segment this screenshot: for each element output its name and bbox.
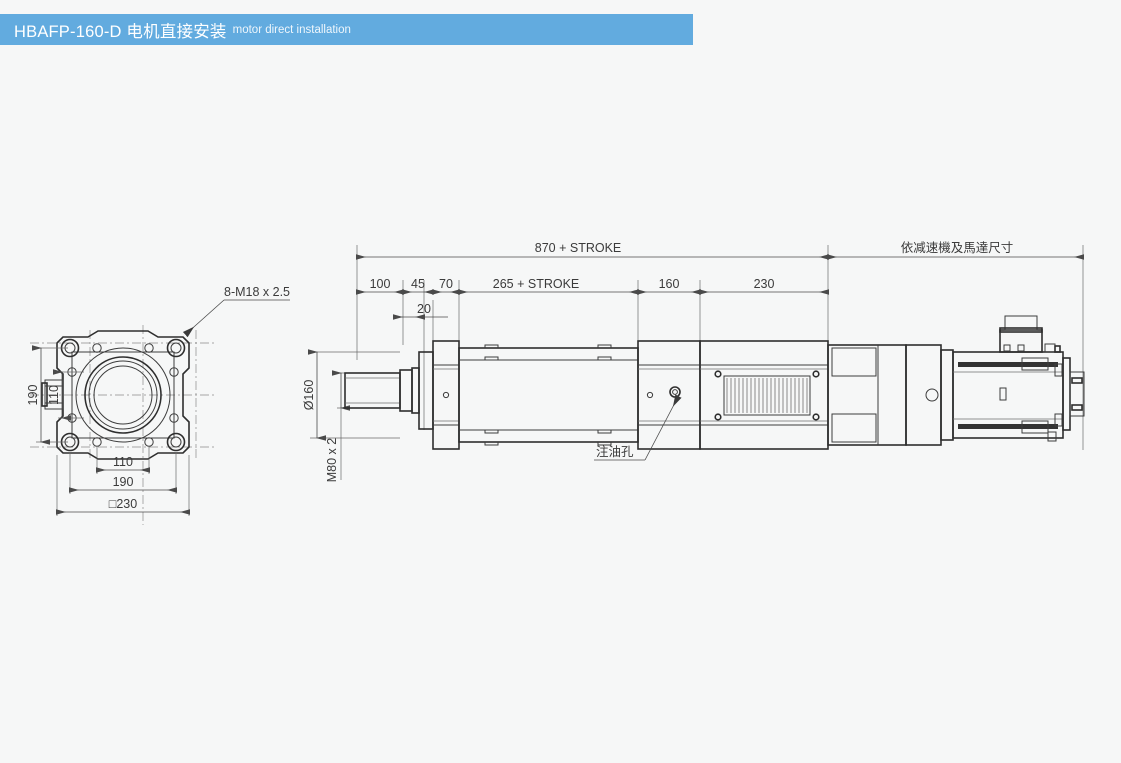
callout-oil-hole: 注油孔 <box>594 394 682 461</box>
center-bore-core <box>93 365 153 425</box>
flange-block-body <box>432 340 460 450</box>
flange-block-hole <box>442 391 450 399</box>
dim-front-width-110: 110 <box>96 446 150 474</box>
vent-grille-frame <box>723 375 811 416</box>
callout-oil-hole-label: 注油孔 <box>596 444 634 459</box>
rod-end-assembly <box>344 351 434 430</box>
motor-adapter <box>905 344 942 446</box>
motor-foot-top <box>1054 363 1063 377</box>
motor-bracket-bottom <box>1047 431 1057 442</box>
center-bore-mid <box>84 356 162 434</box>
motor-terminal-box <box>999 315 1043 353</box>
page-title: HBAFP-160-D 电机直接安装 <box>14 22 227 41</box>
dim-190h-label: 190 <box>113 475 134 489</box>
motor-reducer-assembly <box>827 315 1085 446</box>
dim-110h-label: 110 <box>113 455 133 469</box>
dim-front-height-190: 190 <box>26 345 68 445</box>
dim-front-width-190: 190 <box>69 452 177 494</box>
seal-ring <box>411 367 420 414</box>
dim-70-label: 70 <box>439 277 453 291</box>
fan-housing <box>1069 371 1085 417</box>
dim-motor-note-label: 依减速機及馬達尺寸 <box>901 240 1014 255</box>
dim-160-dia-label: Ø160 <box>302 380 316 411</box>
center-bore-inner <box>88 360 158 430</box>
cylinder-tube-body <box>458 347 639 443</box>
motor-band-top <box>1021 357 1049 371</box>
terminal-box-gasket <box>999 327 1043 333</box>
dim-265-stroke-label: 265 + STROKE <box>493 277 580 291</box>
dim-m80-label: M80 x 2 <box>325 438 339 483</box>
terminal-screw-right <box>1017 344 1025 352</box>
rod-collar <box>399 369 413 412</box>
cable-gland <box>1044 343 1061 353</box>
motor-key-left <box>999 387 1007 401</box>
callout-8-m18-label: 8-M18 x 2.5 <box>224 285 290 299</box>
adapter-collar <box>940 349 954 441</box>
bolt-circle-square <box>71 351 175 439</box>
adapter-hole <box>925 388 939 402</box>
page-subtitle: motor direct installation <box>232 23 351 36</box>
terminal-screw-left <box>1003 344 1011 352</box>
dim-thread-m80: M80 x 2 <box>325 370 400 483</box>
callout-8-m18: 8-M18 x 2.5 <box>182 285 290 338</box>
front-flange-block <box>432 340 460 450</box>
dim-230-label: □230 <box>109 497 137 511</box>
dim-870-label: 870 + STROKE <box>535 241 622 255</box>
header-bar: HBAFP-160-D 电机直接安装 motor direct installa… <box>0 14 693 45</box>
reducer-top-pad <box>831 347 877 377</box>
motor-rib-top <box>958 362 1058 367</box>
housing-neck <box>418 351 434 430</box>
vent-grille-fins <box>726 378 808 413</box>
terminal-box-body <box>999 329 1043 353</box>
cylinder-tube <box>458 344 639 446</box>
vent-grille-screws <box>714 370 820 421</box>
motor-band-bottom <box>1021 420 1049 434</box>
motor-foot-bottom <box>1054 413 1063 427</box>
vent-housing-section <box>699 340 829 450</box>
dim-110v-label: 110 <box>47 385 61 405</box>
dim-20-label: 20 <box>417 302 431 316</box>
dim-total-870: 870 + STROKE <box>356 241 829 260</box>
motor-rib-bottom <box>958 424 1058 429</box>
dim-100-label: 100 <box>370 277 391 291</box>
reducer-bottom-pad <box>831 413 877 443</box>
oil-hole-inner <box>672 389 678 395</box>
dim-190-label: 190 <box>26 385 40 406</box>
dim-front-height-110: 110 <box>47 369 84 421</box>
oil-hole-outer <box>669 386 681 398</box>
dim-motor-note: 依减速機及馬達尺寸 <box>827 240 1084 260</box>
dim-45-label: 45 <box>411 277 425 291</box>
reducer-body <box>827 344 907 446</box>
dim-160-label: 160 <box>659 277 680 291</box>
center-bore-outer <box>75 347 171 443</box>
gearbox-section <box>637 340 701 450</box>
vent-housing-body <box>699 340 829 450</box>
gearbox-small-hole <box>646 391 654 399</box>
side-view: 870 + STROKE 依减速機及馬達尺寸 100 45 70 265 + S… <box>302 240 1085 483</box>
dim-front-width-230: □230 <box>56 455 190 516</box>
fan-detail-top <box>1071 377 1083 384</box>
fan-cover <box>1062 357 1071 431</box>
dim-row-secondary: 100 45 70 265 + STROKE 160 230 <box>356 277 829 295</box>
dim-diameter-160: Ø160 <box>302 349 400 441</box>
front-view: 8-M18 x 2.5 190 110 110 190 <box>26 285 290 525</box>
dim-20: 20 <box>393 302 448 320</box>
fan-detail-bottom <box>1071 404 1083 411</box>
dim-230-side-label: 230 <box>754 277 775 291</box>
terminal-box-lid <box>1004 315 1038 331</box>
threaded-holes <box>67 343 179 447</box>
